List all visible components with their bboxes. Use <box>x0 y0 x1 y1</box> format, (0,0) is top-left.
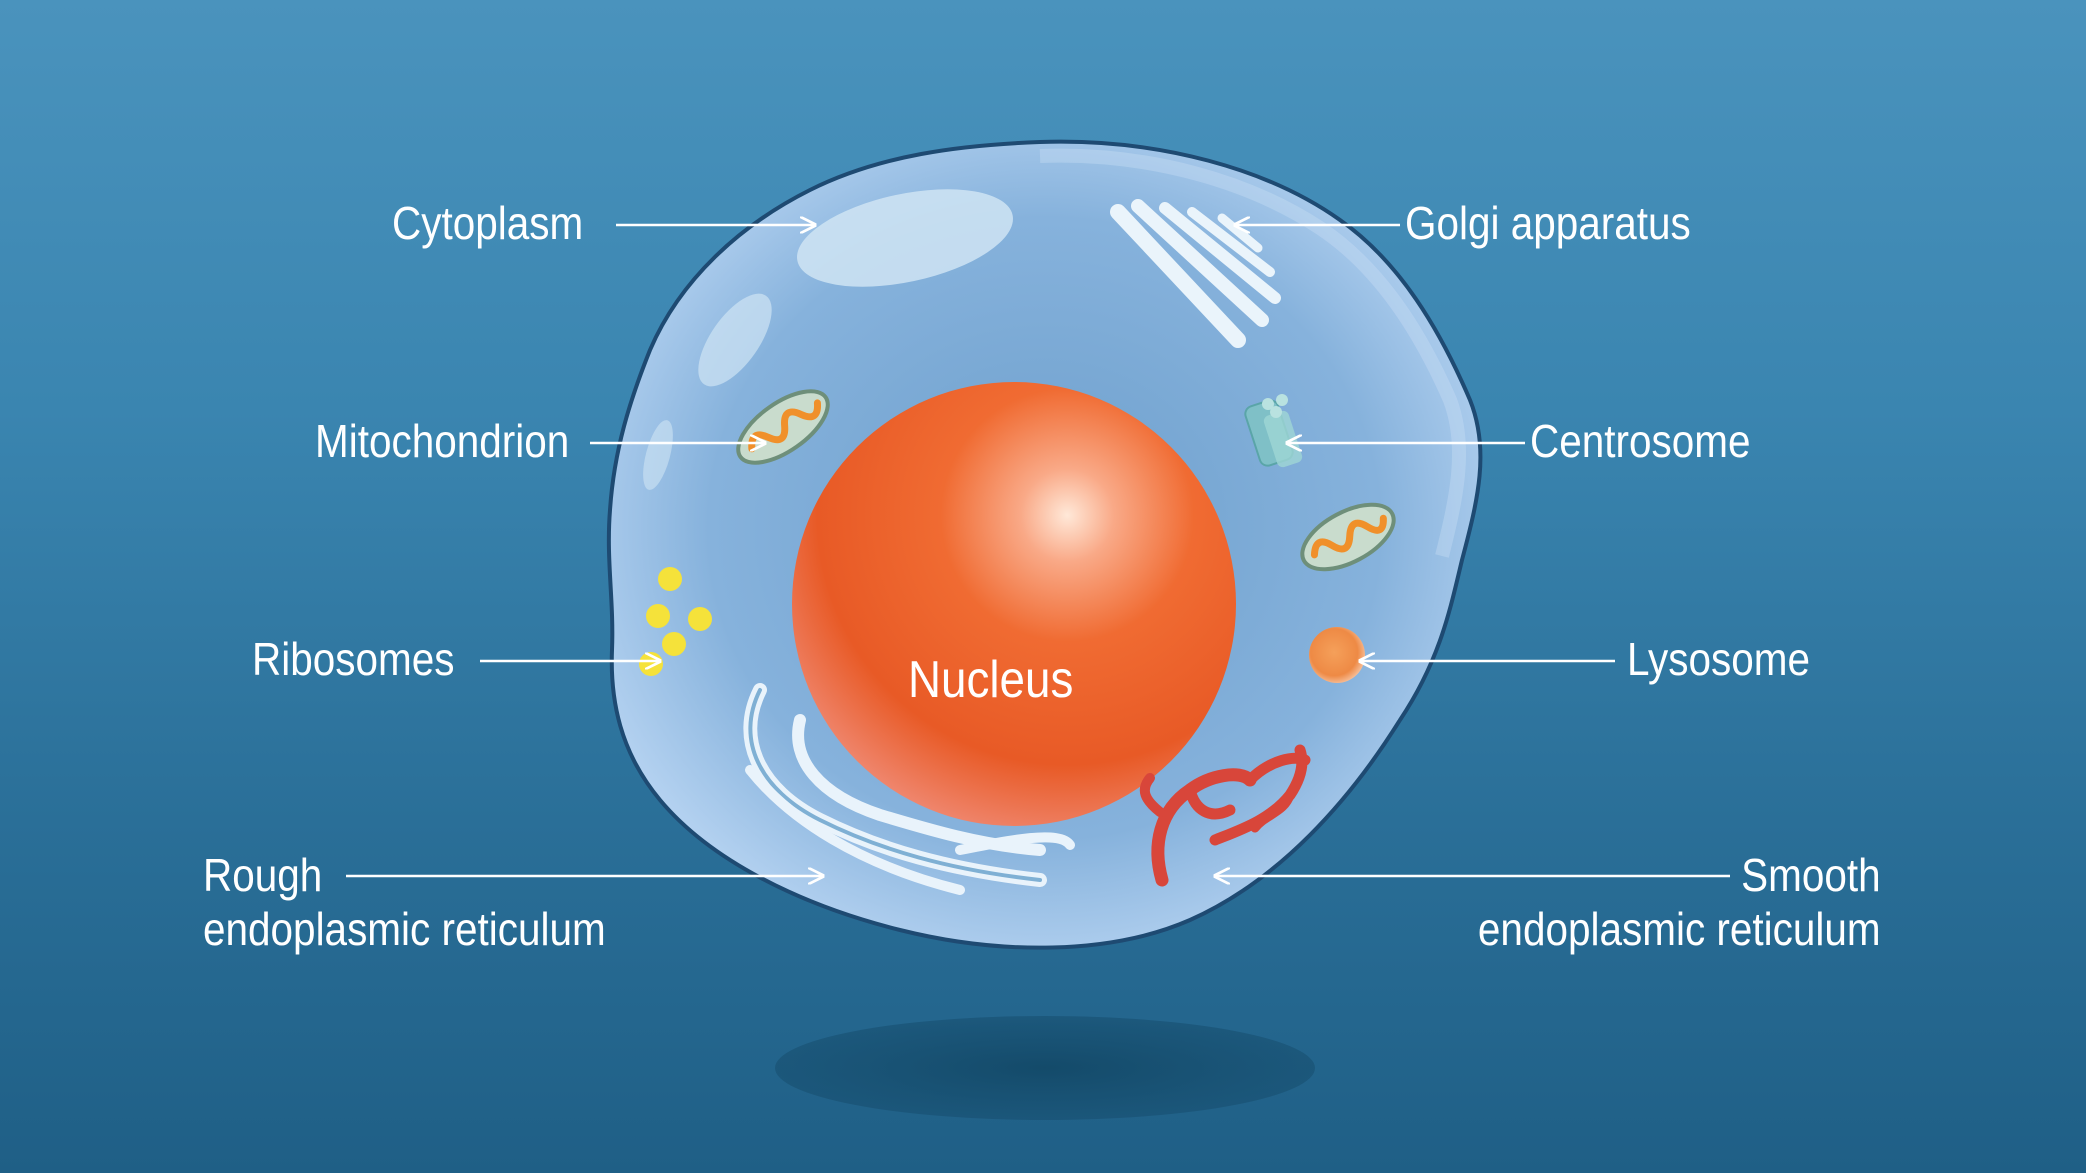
label-smooth-er-line1: Smooth <box>1741 849 1881 901</box>
lysosome <box>1309 627 1365 683</box>
label-rough-er: Rough endoplasmic reticulum <box>203 848 606 956</box>
smooth-endoplasmic-reticulum <box>1139 744 1311 887</box>
cell-membrane-highlight <box>1039 148 1467 558</box>
label-centrosome: Centrosome <box>1530 415 1751 467</box>
label-smooth-er: Smooth endoplasmic reticulum <box>1478 848 1881 956</box>
mitochondrion-right <box>1300 502 1396 572</box>
nucleus <box>792 382 1236 826</box>
label-lysosome: Lysosome <box>1627 633 1810 685</box>
label-rough-er-line1: Rough <box>203 849 323 901</box>
cytoplasm-vacuole-small <box>643 420 673 490</box>
rough-endoplasmic-reticulum <box>743 683 1075 895</box>
label-mitochondrion: Mitochondrion <box>315 415 570 467</box>
cell-shadow <box>775 1016 1315 1120</box>
cytoplasm-vacuole-medium <box>698 293 772 387</box>
label-golgi-apparatus: Golgi apparatus <box>1405 197 1691 249</box>
label-smooth-er-line2: endoplasmic reticulum <box>1478 903 1881 955</box>
cytoplasm-vacuole-large <box>797 189 1013 287</box>
label-ribosomes: Ribosomes <box>252 633 455 685</box>
leader-lines <box>346 225 1730 876</box>
label-nucleus: Nucleus <box>908 651 1074 709</box>
golgi-apparatus <box>1110 199 1281 348</box>
label-rough-er-line2: endoplasmic reticulum <box>203 903 606 955</box>
centrosome <box>1244 394 1303 468</box>
label-cytoplasm: Cytoplasm <box>392 197 584 249</box>
